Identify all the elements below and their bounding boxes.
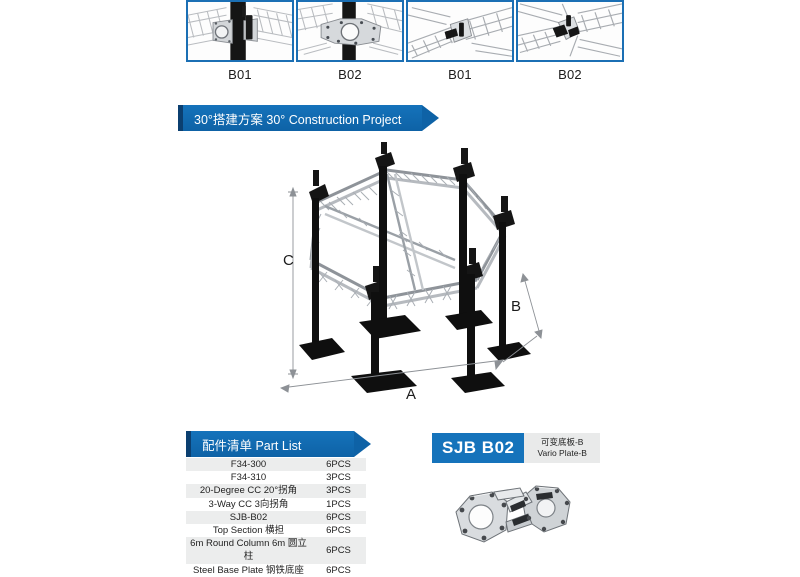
- part-qty: 6PCS: [326, 544, 351, 556]
- part-name: 6m Round Column 6m 圆立柱: [190, 538, 307, 563]
- product-description-box: 可变底板-B Vario Plate-B: [524, 433, 600, 463]
- table-row: F34-300 6PCS: [186, 458, 366, 472]
- thumbnail-cell-4[interactable]: B02: [516, 0, 624, 82]
- truss-cross-joint-detail-image: [406, 0, 514, 62]
- vario-plate-product-photo: [436, 472, 596, 560]
- part-name: F34-300: [230, 459, 267, 470]
- table-row: 20-Degree CC 20°拐角 3PCS: [186, 484, 366, 498]
- dimension-label-b: B: [511, 298, 522, 315]
- table-row: Top Section 横担 6PCS: [186, 524, 366, 538]
- part-qty: 6PCS: [326, 525, 351, 537]
- part-list-table: F34-300 6PCS F34-310 3PCS 20-Degree CC 2…: [186, 458, 366, 577]
- thumbnail-label-4: B02: [558, 67, 582, 82]
- table-row: 6m Round Column 6m 圆立柱 6PCS: [186, 537, 366, 564]
- part-qty: 6PCS: [326, 511, 351, 523]
- part-list-banner-arrow-tip: [354, 431, 371, 457]
- product-description-en: Vario Plate-B: [537, 448, 587, 458]
- part-name: F34-310: [230, 472, 267, 484]
- part-name: SJB-B02: [229, 511, 268, 523]
- vario-plate-hub-detail-image: [296, 0, 404, 62]
- part-list-banner: 配件清单 Part List: [186, 431, 354, 457]
- table-row: 3-Way CC 3向拐角 1PCS: [186, 497, 366, 511]
- part-qty: 1PCS: [326, 498, 351, 510]
- thumbnail-label-2: B02: [338, 67, 362, 82]
- thumbnail-cell-3[interactable]: B01: [406, 0, 514, 82]
- table-row: SJB-B02 6PCS: [186, 510, 366, 525]
- truss-assembly-diagram: [255, 140, 555, 415]
- part-qty: 3PCS: [326, 485, 351, 497]
- product-callout: SJB B02 可变底板-B Vario Plate-B: [432, 433, 600, 463]
- detail-thumbnail-strip: B01: [186, 0, 626, 88]
- part-list-body: F34-300 6PCS F34-310 3PCS 20-Degree CC 2…: [186, 458, 366, 577]
- truss-multi-way-joint-detail-image: [516, 0, 624, 62]
- thumbnail-cell-2[interactable]: B02: [296, 0, 404, 82]
- table-row: F34-310 3PCS: [186, 471, 366, 485]
- part-name: Top Section 横担: [212, 525, 285, 537]
- part-name: 3-Way CC 3向拐角: [208, 498, 289, 510]
- product-code-badge: SJB B02: [432, 433, 525, 463]
- part-qty: 3PCS: [326, 472, 351, 484]
- construction-project-banner: 30°搭建方案 30° Construction Project: [178, 105, 422, 131]
- construction-banner-arrow-tip: [422, 105, 439, 131]
- part-list-banner-label: 配件清单 Part List: [202, 438, 302, 453]
- truss-corner-clamp-detail-image: [186, 0, 294, 62]
- thumbnail-label-3: B01: [448, 67, 472, 82]
- thumbnail-cell-1[interactable]: B01: [186, 0, 294, 82]
- construction-project-banner-label: 30°搭建方案 30° Construction Project: [194, 112, 402, 127]
- part-name: 20-Degree CC 20°拐角: [199, 485, 298, 497]
- product-description-cn: 可变底板-B: [540, 437, 584, 447]
- dimension-label-c: C: [283, 252, 294, 269]
- thumbnail-label-1: B01: [228, 67, 252, 82]
- dimension-label-a: A: [406, 386, 417, 403]
- part-qty: 6PCS: [326, 459, 351, 470]
